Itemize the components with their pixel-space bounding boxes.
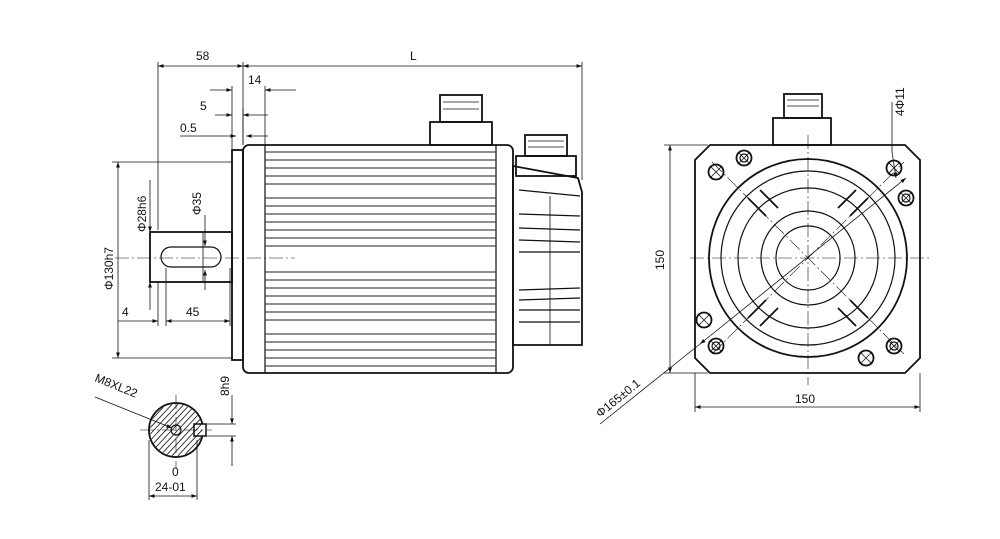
hatch-line [173, 404, 202, 456]
mounting-holes-label: 4Φ11 [893, 87, 907, 116]
hatch-line [150, 404, 165, 456]
dim-130h7-label: Φ130h7 [102, 247, 116, 290]
dim-shaft-diameter: Φ28h6 [135, 180, 152, 310]
power-connector-icon [429, 94, 493, 146]
flange-width-label: 150 [795, 392, 815, 406]
dim-35-label: Φ35 [190, 192, 204, 215]
flange-height-label: 150 [653, 250, 667, 270]
hatch-line [150, 404, 171, 456]
mounting-holes [695, 149, 915, 367]
hatch-line [210, 400, 266, 460]
dim-28h6-label: Φ28h6 [135, 195, 149, 232]
key-width-label: 8h9 [218, 376, 232, 396]
key-depth-bottom-label: 24-01 [155, 480, 186, 494]
encoder-connector-icon [515, 134, 577, 177]
dim-spigot-gap: 0.5 [180, 121, 268, 138]
mounting-hole [857, 349, 875, 367]
pitch-circle-label: Φ165±0.1 [593, 376, 643, 420]
dim-key-position: 4 45 [118, 268, 231, 326]
dim-L-label: L [410, 49, 417, 63]
dim-4-label: 4 [122, 305, 129, 319]
dim-0.5-label: 0.5 [180, 121, 197, 135]
cooling-fins [265, 151, 496, 367]
hole-cross [709, 165, 723, 179]
motor-shaft [149, 231, 233, 283]
dim-spigot-diameter: Φ130h7 [102, 161, 232, 359]
dim-overall-length: L [243, 49, 583, 180]
hatch-line [179, 404, 202, 456]
end-view: 4Φ11 150 150 Φ165±0.1 [593, 87, 930, 425]
thread-label: M8XL22 [93, 371, 140, 401]
square-flange [694, 144, 921, 374]
dim-45-label: 45 [186, 305, 200, 319]
dim-14-label: 14 [248, 73, 262, 87]
dim-5-label: 5 [200, 99, 207, 113]
motor-body [231, 144, 514, 374]
dim-spigot-depth: 5 [200, 99, 268, 145]
hatch-line [150, 404, 177, 456]
mounting-hole [735, 149, 753, 167]
mounting-hole-inner [739, 153, 749, 163]
side-view: 58 L 14 5 0.5 [102, 49, 583, 374]
encoder-housing [512, 164, 583, 346]
end-view-connector-icon [772, 93, 832, 146]
hole-cross [887, 161, 901, 175]
hole-cross [859, 351, 873, 365]
dim-58-label: 58 [196, 49, 210, 63]
dim-boss-diameter: Φ35 [190, 192, 207, 290]
section-hatching [90, 400, 266, 460]
hatch-line [150, 404, 189, 456]
hatch-line [90, 400, 146, 460]
shaft-section-view: M8XL22 8h9 0 24-01 [90, 371, 266, 500]
hole-cross [737, 151, 751, 165]
key-depth-top-label: 0 [172, 465, 179, 479]
dim-flange-thickness: 14 [210, 73, 296, 150]
